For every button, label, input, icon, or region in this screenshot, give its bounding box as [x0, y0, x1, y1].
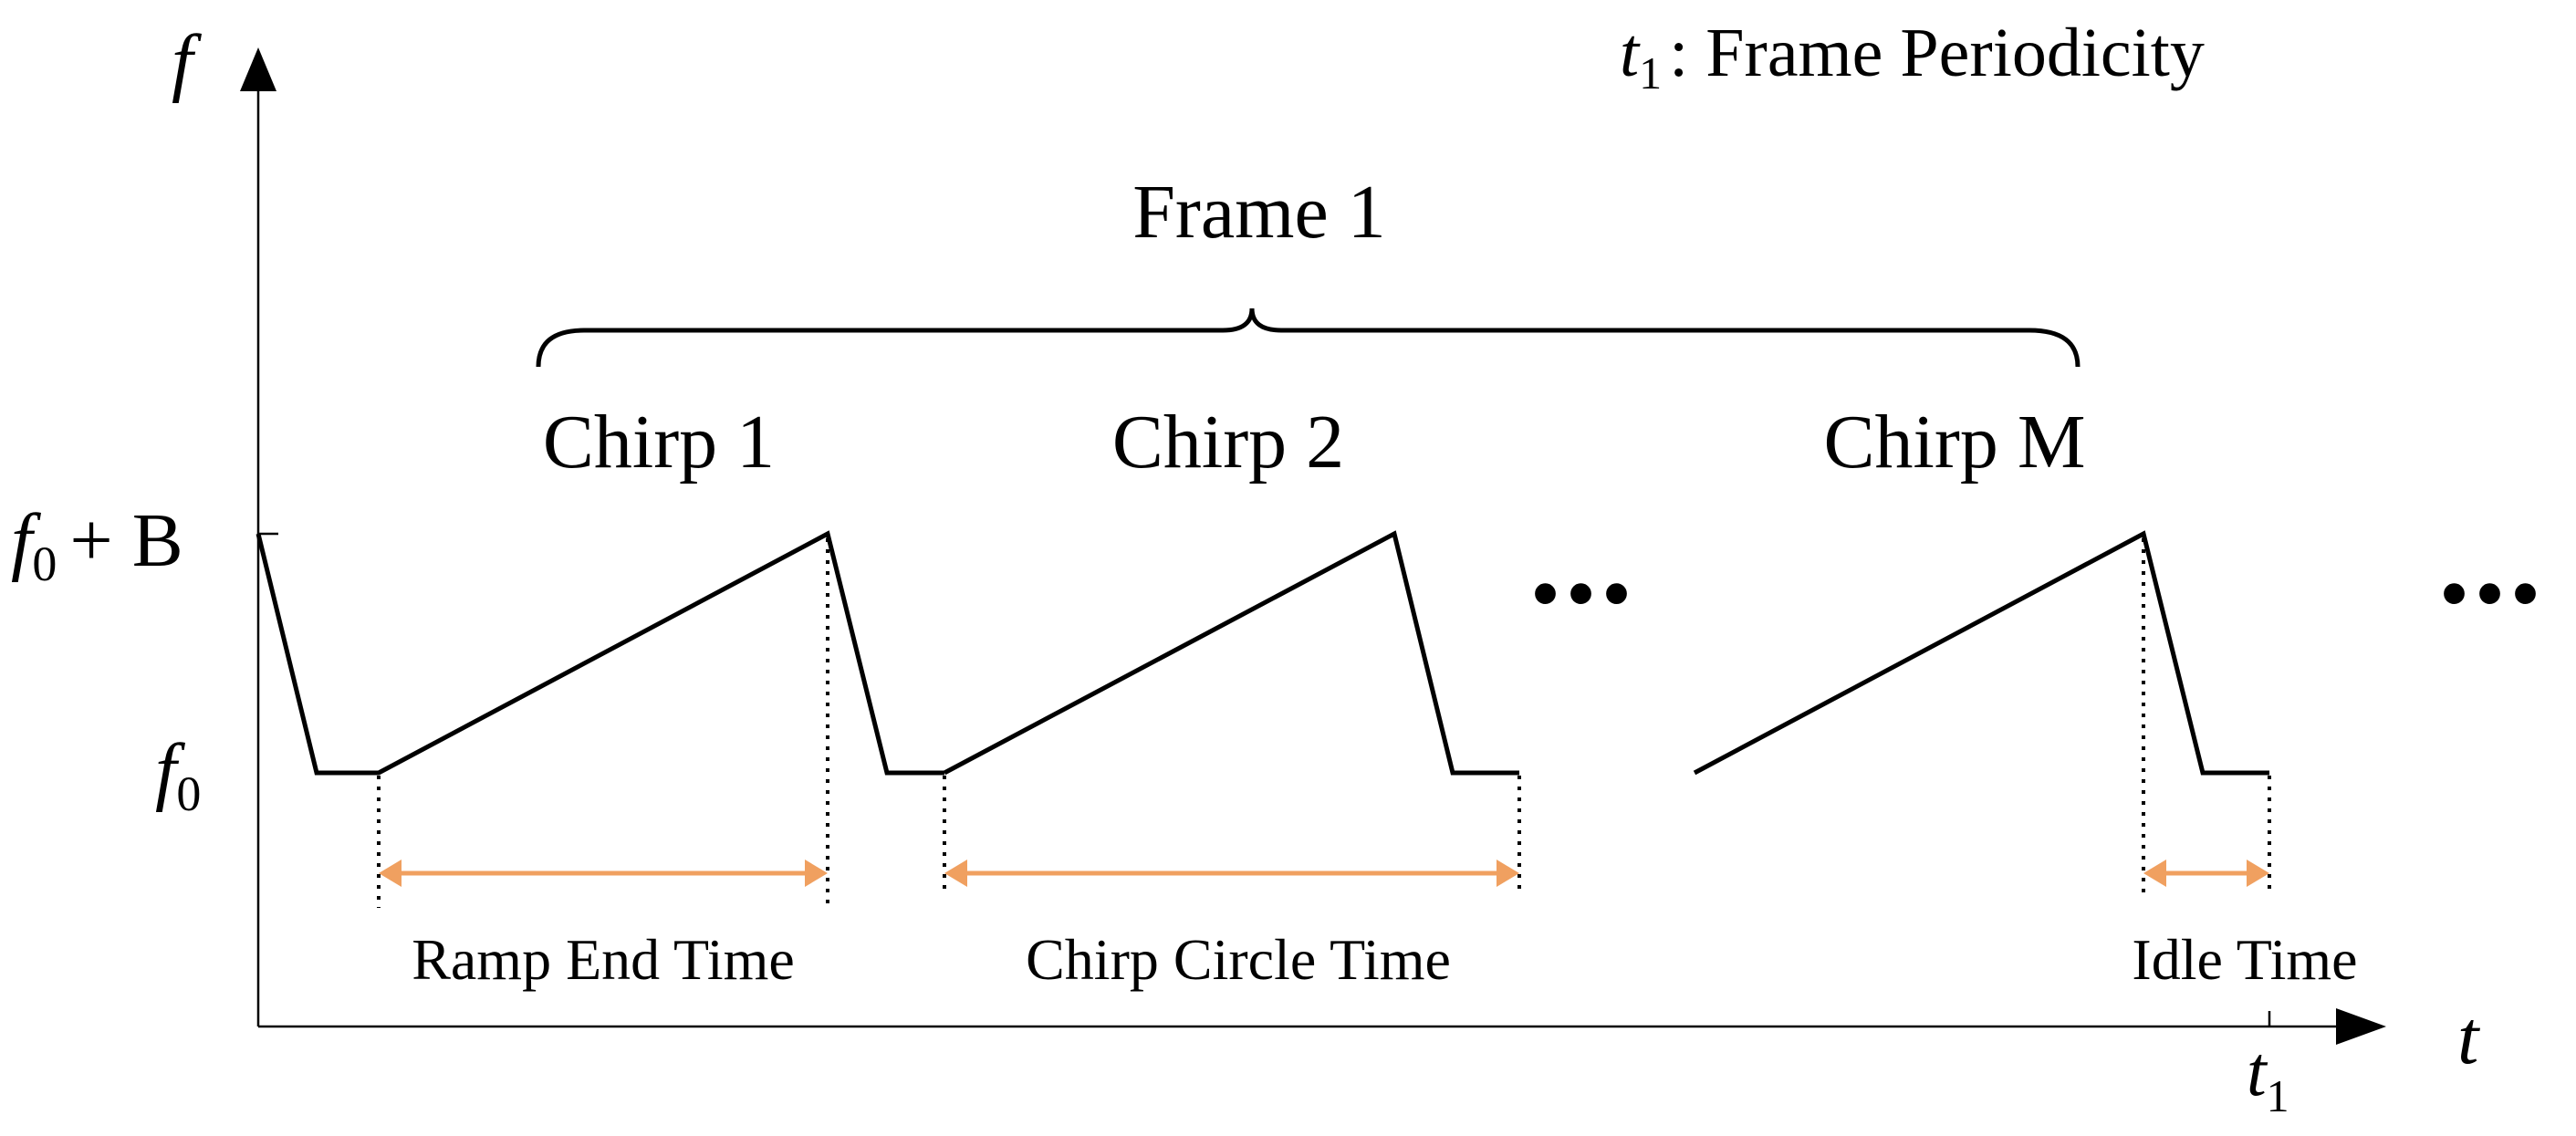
- y-axis-arrowhead: [240, 47, 276, 91]
- measure-arrow-idle: [2143, 860, 2269, 887]
- frame-brace: [536, 307, 2081, 368]
- frame-label: Frame 1: [1132, 170, 1386, 255]
- y-tick-label-bottom: f0: [155, 728, 201, 821]
- measure-label-chirp-cycle: Chirp Circle Time: [1026, 927, 1451, 992]
- legend-text: : Frame Periodicity: [1669, 15, 2205, 91]
- ellipsis-mid: ...: [1529, 489, 1636, 631]
- measure-arrow-ramp-end: [379, 860, 828, 887]
- waveform-chirp-2: [943, 530, 1519, 776]
- y-axis: [240, 47, 276, 1027]
- waveform-chirp-1: [256, 530, 944, 776]
- x-axis: [258, 1008, 2386, 1045]
- chirp-label-m: Chirp M: [1823, 400, 2085, 485]
- legend: t1: Frame Periodicity: [1620, 15, 2205, 99]
- x-axis-label: t: [2457, 995, 2481, 1080]
- measure-label-idle: Idle Time: [2132, 927, 2357, 992]
- ellipsis-end: ...: [2438, 489, 2545, 631]
- x-tick-label-t1: t1: [2247, 1031, 2289, 1121]
- measure-label-ramp-end: Ramp End Time: [412, 927, 795, 992]
- waveform-chirp-m: [1693, 530, 2269, 776]
- y-tick-label-top: f0+ B: [11, 498, 183, 591]
- chirp-label-2: Chirp 2: [1112, 400, 1344, 485]
- measure-arrow-chirp-cycle: [944, 860, 1519, 887]
- x-axis-arrowhead: [2336, 1008, 2386, 1045]
- legend-symbol: t: [1620, 15, 1641, 91]
- y-axis-label: f: [172, 19, 203, 104]
- legend-subscript: 1: [1639, 47, 1662, 99]
- chirp-label-1: Chirp 1: [543, 400, 775, 485]
